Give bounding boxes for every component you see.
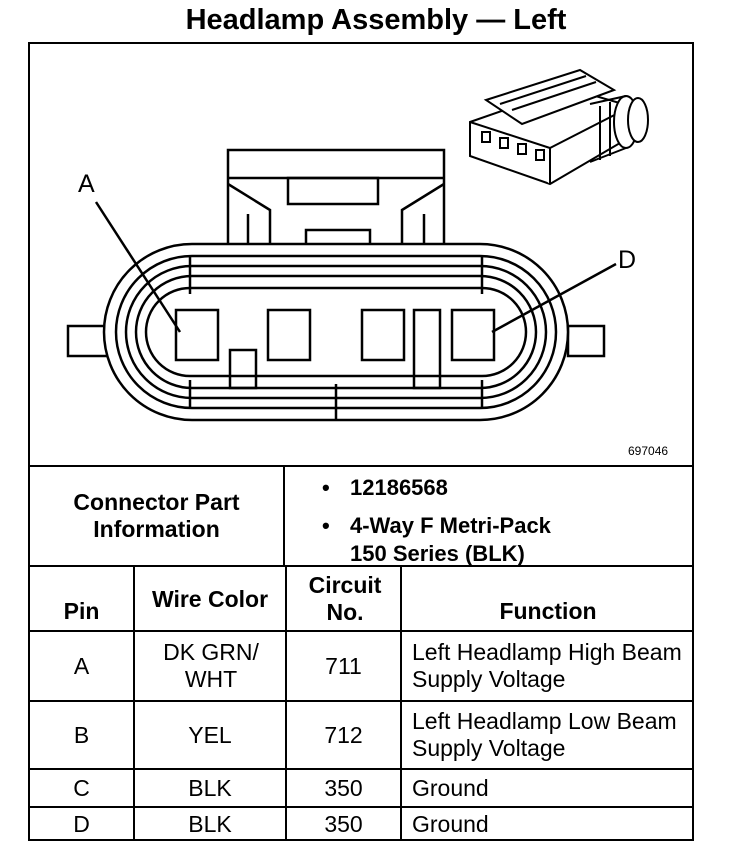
header-circuit: Circuit No. — [308, 572, 382, 625]
pin-label-a: A — [78, 170, 95, 198]
rule-row-d-top — [28, 806, 694, 808]
row-a-pin: A — [73, 652, 90, 679]
connector-description-1: 4-Way F Metri-Pack — [350, 513, 551, 538]
leader-line-d — [491, 262, 617, 334]
rule-row-a-top — [28, 630, 694, 632]
row-c-pin: C — [73, 774, 90, 801]
leader-line-a — [94, 201, 182, 333]
row-b-pin: B — [73, 721, 90, 748]
part-number: 12186568 — [350, 475, 448, 500]
row-d-wire-color: BLK — [188, 811, 232, 837]
rule-col-3 — [400, 565, 402, 841]
latch-housing — [226, 148, 446, 256]
row-c-wire-color: BLK — [188, 774, 232, 801]
cavity-d — [450, 308, 496, 362]
rule-row-b-top — [28, 700, 694, 702]
rule-row-c-top — [28, 768, 694, 770]
rule-info-top — [28, 465, 694, 467]
page-title: Headlamp Assembly — Left — [185, 4, 567, 36]
pin-label-d: D — [618, 246, 636, 274]
connector-info-details: • 12186568 • 4-Way F Metri-Pack 150 Series… — [322, 474, 551, 568]
row-c-function: Ground — [412, 774, 489, 801]
rule-col-1 — [133, 565, 135, 841]
cavity-a — [174, 308, 220, 362]
rule-header-top — [28, 565, 694, 567]
row-a-wire-color: DK GRN/ WHT — [163, 639, 259, 692]
diagram-frame — [28, 42, 694, 841]
figure-number: 697046 — [628, 444, 669, 458]
connector-illustration: A D — [66, 68, 649, 422]
row-b-wire-color: YEL — [188, 721, 232, 748]
row-c-circuit: 350 — [324, 774, 363, 801]
row-d-function: Ground — [412, 811, 489, 837]
cavity-b — [266, 308, 312, 362]
rule-col-2 — [285, 565, 287, 841]
left-side-tab — [66, 324, 112, 358]
bullet-1: • — [322, 475, 330, 500]
header-wire-color: Wire Color — [151, 585, 269, 612]
bullet-2: • — [322, 513, 330, 538]
row-b-circuit: 712 — [324, 721, 363, 748]
connector-thumbnail — [469, 68, 649, 186]
row-a-function: Left Headlamp High Beam Supply Voltage — [412, 639, 682, 692]
right-side-tab — [566, 324, 606, 358]
rule-info-divider — [283, 465, 285, 565]
header-pin: Pin — [63, 597, 100, 624]
row-b-function: Left Headlamp Low Beam Supply Voltage — [412, 708, 677, 761]
row-d-circuit: 350 — [324, 811, 363, 837]
connector-description-2: 150 Series (BLK) — [350, 541, 525, 566]
connector-info-label: Connector Part Information — [73, 489, 240, 542]
row-a-circuit: 711 — [325, 652, 362, 679]
header-function: Function — [499, 597, 597, 624]
cavity-c — [360, 308, 406, 362]
row-d-pin: D — [73, 811, 90, 837]
